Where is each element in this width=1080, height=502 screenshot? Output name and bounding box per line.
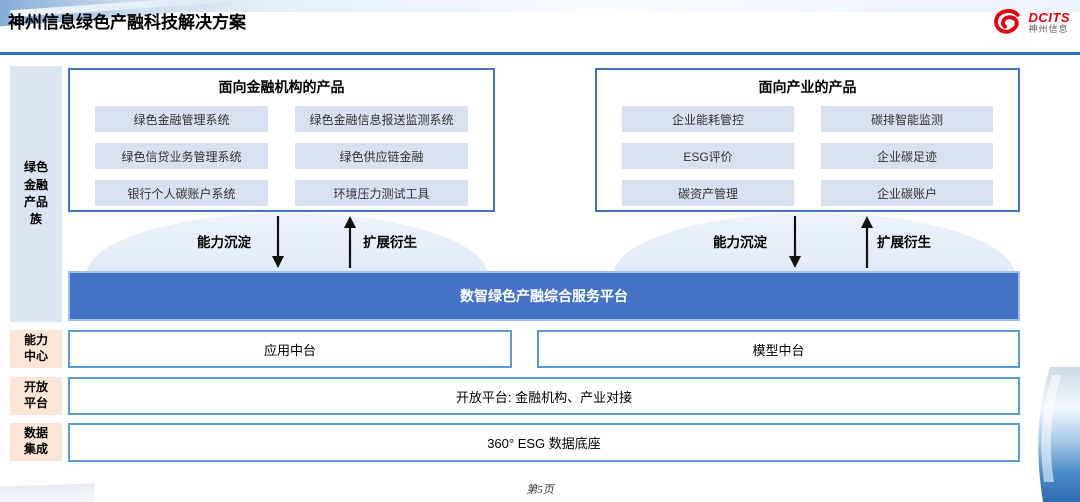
- logo-text: DCITS 神州信息: [1028, 9, 1071, 35]
- platform-banner: 数智绿色产融综合服务平台: [68, 271, 1020, 321]
- product-item: 企业碳足迹: [821, 143, 993, 169]
- product-item: 绿色信贷业务管理系统: [95, 143, 268, 169]
- rail-capability-center: 能力中心: [10, 330, 62, 368]
- bottom-right-ribbon-decoration: [1038, 367, 1080, 502]
- down-arrow-icon: [272, 216, 284, 268]
- model-middle-platform-box: 模型中台: [537, 330, 1020, 368]
- product-item: 环境压力测试工具: [295, 180, 468, 206]
- rail-green-finance-product-family: 绿色金融产品族: [10, 66, 62, 322]
- flow-arrows: [272, 216, 873, 268]
- up-arrow-icon: [861, 216, 873, 268]
- flow-label-expand-derive: 扩展衍生: [363, 235, 417, 250]
- product-item: ESG评价: [622, 143, 794, 169]
- product-item: 绿色供应链金融: [295, 143, 468, 169]
- logo-brand-cn-label: 神州信息: [1028, 24, 1069, 35]
- rail-data-integration: 数据集成: [10, 423, 62, 461]
- header-divider: [0, 52, 1080, 55]
- bottom-left-decoration: [0, 483, 94, 502]
- flow-label-capability-settle: 能力沉淀: [713, 235, 767, 250]
- product-item: 企业碳账户: [821, 180, 993, 206]
- logo-brand-label: DCITS: [1028, 9, 1070, 25]
- dcits-swoosh-icon: [993, 8, 1020, 34]
- rail-open-platform: 开放平台: [10, 377, 62, 415]
- rail-open-platform-label: 开放平台: [23, 380, 48, 410]
- finance-products-box: 面向金融机构的产品 绿色金融管理系统 绿色金融信息报送监测系统 绿色信贷业务管理…: [68, 68, 495, 212]
- page-title: 神州信息绿色产融科技解决方案: [8, 13, 246, 32]
- product-item: 碳排智能监测: [821, 106, 993, 132]
- page-number: 第5页: [526, 484, 554, 496]
- rail-capability-center-label: 能力中心: [23, 333, 48, 363]
- product-item: 银行个人碳账户系统: [95, 180, 268, 206]
- product-item: 碳资产管理: [622, 180, 794, 206]
- open-platform-box: 开放平台: 金融机构、产业对接: [68, 377, 1020, 415]
- rail-product-family-label: 绿色金融产品族: [23, 160, 48, 227]
- esg-data-base-box: 360° ESG 数据底座: [68, 423, 1020, 462]
- dcits-logo: DCITS 神州信息: [991, 6, 1071, 40]
- app-middle-platform-box: 应用中台: [68, 330, 512, 368]
- industry-products-grid: 企业能耗管控 碳排智能监测 ESG评价 企业碳足迹 碳资产管理 企业碳账户: [597, 97, 1018, 206]
- up-arrow-icon: [344, 216, 356, 268]
- flow-label-capability-settle: 能力沉淀: [197, 235, 251, 250]
- finance-products-title: 面向金融机构的产品: [218, 79, 345, 95]
- product-item: 绿色金融管理系统: [95, 106, 268, 132]
- top-gradient-band: [0, 0, 1080, 12]
- product-item: 绿色金融信息报送监测系统: [295, 106, 468, 132]
- down-arrow-icon: [789, 216, 801, 268]
- flow-label-expand-derive: 扩展衍生: [877, 235, 931, 250]
- industry-products-box: 面向产业的产品 企业能耗管控 碳排智能监测 ESG评价 企业碳足迹 碳资产管理 …: [595, 68, 1020, 212]
- industry-products-title: 面向产业的产品: [758, 79, 857, 95]
- product-item: 企业能耗管控: [622, 106, 794, 132]
- rail-data-integration-label: 数据集成: [23, 426, 48, 456]
- finance-products-grid: 绿色金融管理系统 绿色金融信息报送监测系统 绿色信贷业务管理系统 绿色供应链金融…: [70, 97, 493, 206]
